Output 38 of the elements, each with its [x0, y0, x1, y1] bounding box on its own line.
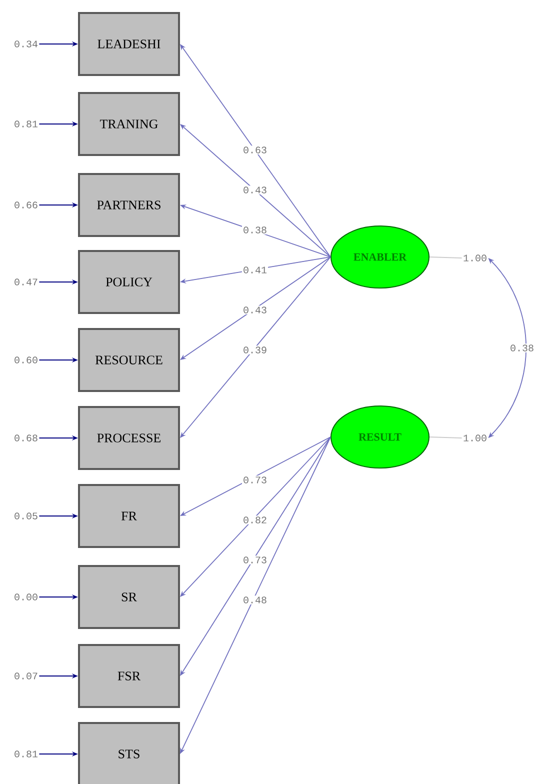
observed-variable-box: PARTNERS	[78, 173, 180, 237]
error-variance-value: 0.34	[14, 40, 38, 48]
arrow	[180, 124, 331, 258]
observed-variable-box: SR	[78, 565, 180, 629]
edge-label: 0.39	[242, 346, 268, 354]
arrow	[180, 436, 331, 597]
error-variance-value: 0.00	[14, 594, 38, 600]
error-variance-value: 0.68	[14, 434, 38, 442]
error-variance-value: 0.81	[14, 120, 38, 128]
edge-label: 0.73	[242, 556, 268, 564]
edge-label: 0.43	[242, 306, 268, 314]
edge-label: 0.41	[242, 266, 268, 274]
observed-variable-box: FR	[78, 484, 180, 548]
error-variance-value: 0.66	[14, 202, 38, 208]
error-variance-value: 0.47	[14, 278, 38, 286]
edge-label: 0.82	[242, 516, 268, 524]
edge-label: 0.63	[242, 146, 268, 154]
observed-variable-box: POLICY	[78, 250, 180, 314]
error-variance-value: 0.07	[14, 672, 38, 680]
observed-variable-box: RESOURCE	[78, 328, 180, 392]
edge-label: 0.38	[242, 226, 268, 234]
observed-variable-box: LEADESHI	[78, 12, 180, 76]
variance-value: 1.00	[464, 254, 486, 262]
edge-label: 0.48	[242, 596, 268, 604]
error-variance-value: 0.60	[14, 356, 38, 364]
variance-value: 1.00	[464, 434, 486, 442]
error-variance-value: 0.05	[14, 512, 38, 520]
observed-variable-box: TRANING	[78, 92, 180, 156]
arrow	[180, 256, 331, 438]
edge-label: 0.43	[242, 186, 268, 194]
connector-line	[429, 256, 462, 258]
edge-label: 0.38	[509, 344, 535, 352]
error-variance-value: 0.81	[14, 750, 38, 758]
connector-line	[429, 436, 462, 438]
observed-variable-box: FSR	[78, 644, 180, 708]
observed-variable-box: PROCESSE	[78, 406, 180, 470]
edge-label: 0.73	[242, 476, 268, 484]
observed-variable-box: STS	[78, 722, 180, 784]
